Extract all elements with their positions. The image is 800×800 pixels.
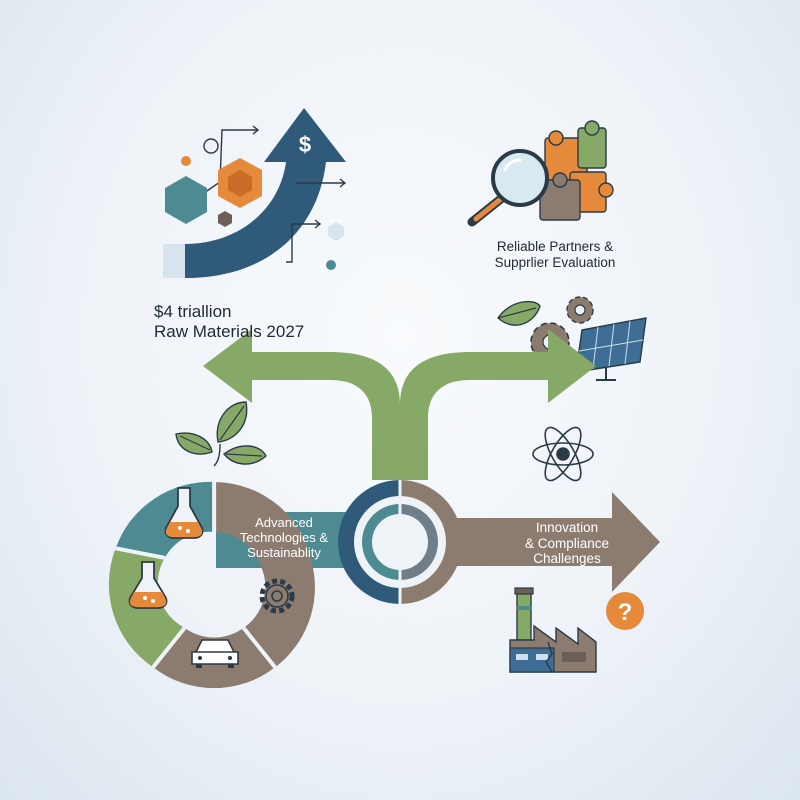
car-icon — [191, 639, 239, 668]
green-split-arrow — [203, 329, 596, 480]
partners-line2: Supprlier Evaluation — [494, 255, 616, 271]
market-size-line1: $4 triallion — [154, 302, 232, 321]
flask-icon — [164, 487, 204, 539]
partners-label: Reliable Partners & Supprlier Evaluation — [470, 239, 640, 271]
market-size-line2: Raw Materials 2027 — [154, 322, 305, 342]
question-mark-icon: ? — [606, 592, 644, 630]
flask-icon — [128, 561, 168, 609]
center-target — [338, 480, 462, 604]
partners-line1: Reliable Partners & — [496, 239, 614, 254]
innovation-line3: Challenges — [533, 551, 601, 567]
svg-text:?: ? — [618, 599, 633, 626]
innovation-label: Innovation & Compliance Challenges — [492, 520, 642, 567]
magnifier-puzzle-icon — [467, 120, 614, 227]
innovation-line2: & Compliance — [524, 535, 610, 551]
atom-icon — [532, 426, 594, 482]
market-size-label: $4 triallion Raw Materials 2027 — [154, 302, 304, 343]
gear-icon — [259, 578, 295, 614]
dollar-growth-arrow-icon: $ — [163, 108, 347, 278]
tech-label: Advanced Technologies & Sustainablity — [224, 515, 344, 561]
svg-text:$: $ — [299, 132, 311, 157]
tech-line2: Technologies & — [239, 529, 329, 545]
tech-line1: Advanced — [255, 515, 313, 530]
factory-icon — [509, 587, 597, 673]
leaves-icon — [175, 401, 267, 467]
challenges-arrow — [400, 492, 660, 592]
tech-line3: Sustainablity — [247, 544, 321, 560]
innovation-line1: Innovation — [535, 520, 599, 535]
